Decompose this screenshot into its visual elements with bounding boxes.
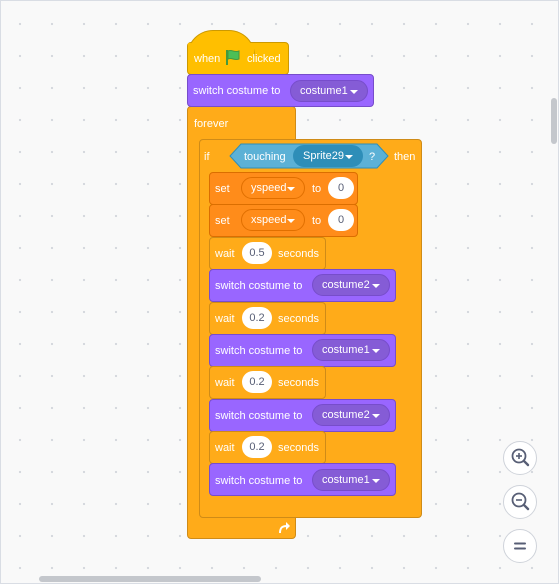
wait-seconds-input[interactable]: 0.5: [242, 242, 272, 264]
zoom-out-button[interactable]: [503, 485, 537, 519]
yspeed-value-input[interactable]: 0: [328, 177, 354, 199]
wait-label: wait: [215, 377, 235, 389]
forever-label: forever: [194, 118, 229, 130]
costume-value: costume2: [322, 409, 370, 421]
chevron-down-icon: [350, 90, 358, 94]
horizontal-scrollbar[interactable]: [39, 576, 261, 582]
to-label: to: [312, 183, 322, 195]
chevron-down-icon: [372, 349, 380, 353]
if-label: if: [204, 151, 210, 163]
wait-seconds-input[interactable]: 0.2: [242, 371, 272, 393]
wait-label: wait: [215, 248, 235, 260]
costume-value: costume1: [322, 474, 370, 486]
touching-question: ?: [369, 151, 376, 163]
touching-label: touching: [244, 151, 286, 163]
forever-inner-slot: [188, 140, 199, 523]
seconds-label: seconds: [278, 442, 319, 454]
costume-value: costume1: [322, 344, 370, 356]
switch-costume-label: switch costume to: [215, 410, 303, 422]
set-label: set: [215, 183, 230, 195]
seconds-label: seconds: [278, 377, 319, 389]
to-label: to: [312, 215, 322, 227]
seconds-label: seconds: [278, 313, 319, 325]
costume-value: costume1: [300, 85, 348, 97]
switch-costume-label: switch costume to: [215, 345, 303, 357]
chevron-down-icon: [372, 414, 380, 418]
costume-dropdown[interactable]: costume1: [290, 80, 368, 102]
costume-dropdown[interactable]: costume1: [312, 339, 390, 361]
wait-seconds-input[interactable]: 0.2: [242, 436, 272, 458]
zoom-reset-icon: [514, 542, 526, 550]
zoom-reset-button[interactable]: [503, 529, 537, 563]
xspeed-value-input[interactable]: 0: [328, 209, 354, 231]
clicked-label: clicked: [247, 53, 281, 65]
chevron-down-icon: [372, 284, 380, 288]
costume-dropdown[interactable]: costume2: [312, 274, 390, 296]
when-label: when: [194, 53, 221, 65]
zoom-out-icon: [511, 492, 530, 511]
vertical-scrollbar[interactable]: [551, 98, 557, 144]
xspeed-dropdown[interactable]: xspeed: [241, 209, 305, 231]
costume-dropdown[interactable]: costume1: [312, 469, 390, 491]
chevron-down-icon: [345, 155, 353, 159]
chevron-down-icon: [372, 479, 380, 483]
wait-seconds-input[interactable]: 0.2: [242, 307, 272, 329]
yspeed-dropdown[interactable]: yspeed: [241, 177, 305, 199]
set-label: set: [215, 215, 230, 227]
switch-costume-label: switch costume to: [215, 280, 303, 292]
wait-label: wait: [215, 313, 235, 325]
xspeed-value: xspeed: [251, 214, 287, 226]
switch-costume-label: switch costume to: [215, 475, 303, 487]
chevron-down-icon: [287, 187, 295, 191]
costume-dropdown[interactable]: costume2: [312, 404, 390, 426]
zoom-in-icon: [511, 448, 530, 467]
costume-value: costume2: [322, 279, 370, 291]
loop-arrow-icon: [279, 522, 290, 534]
green-flag-icon: [226, 49, 240, 65]
switch-costume-label: switch costume to: [193, 85, 281, 97]
zoom-in-button[interactable]: [503, 441, 537, 475]
touching-target-dropdown[interactable]: Sprite29: [293, 145, 363, 167]
then-label: then: [394, 151, 416, 163]
chevron-down-icon: [287, 219, 295, 223]
seconds-label: seconds: [278, 248, 319, 260]
touching-target-value: Sprite29: [303, 150, 344, 162]
wait-label: wait: [215, 442, 235, 454]
yspeed-value: yspeed: [251, 182, 287, 194]
